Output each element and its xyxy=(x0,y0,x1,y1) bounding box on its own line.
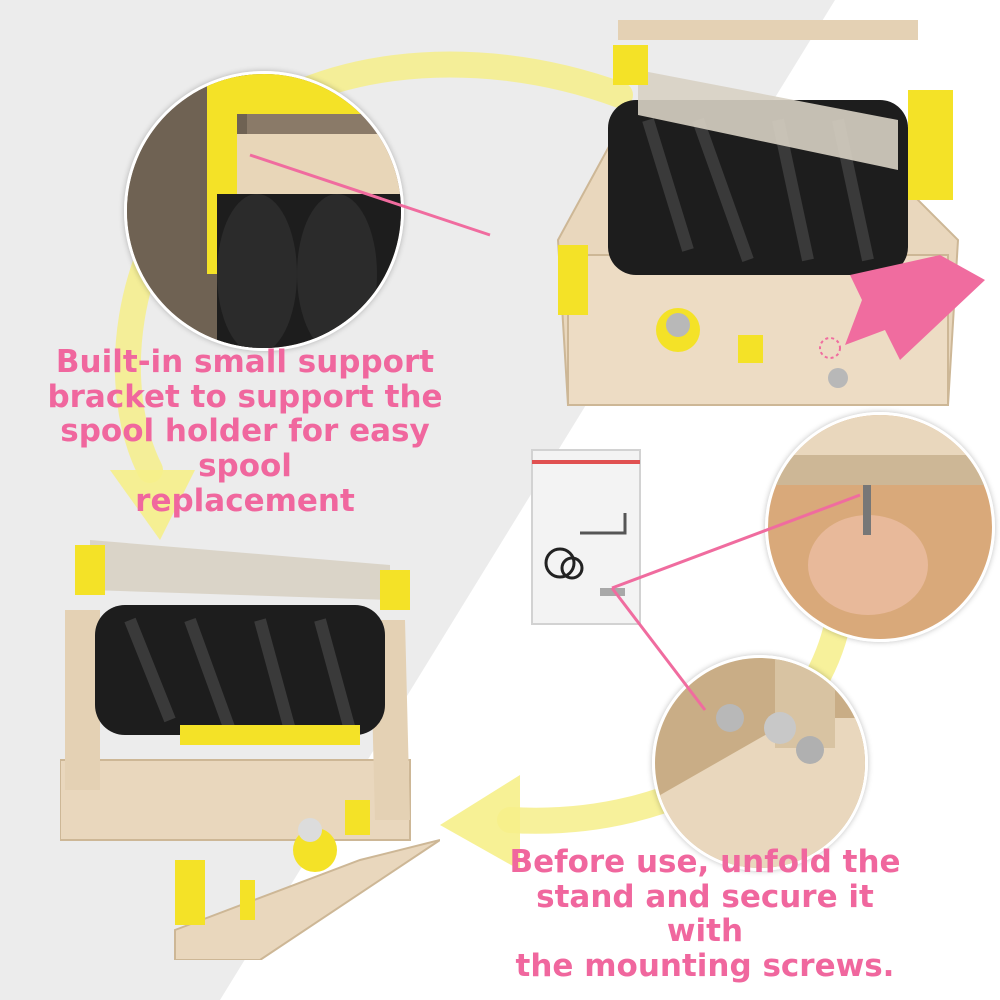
caption-line: spool holder for easy spool xyxy=(60,413,430,485)
caption-line: Built-in small support xyxy=(55,344,435,380)
caption-support-bracket: Built-in small support bracket to suppor… xyxy=(10,345,480,519)
spool-winder-top-image xyxy=(556,20,960,406)
caption-line: bracket to support the xyxy=(47,378,443,415)
spool-winder-bottom-image xyxy=(60,540,440,960)
caption-unfold-stand: Before use, unfold the stand and secure … xyxy=(505,845,905,984)
caption-line: the mounting screws. xyxy=(515,948,895,985)
bracket-closeup-image xyxy=(124,71,404,351)
hand-closeup-image xyxy=(765,412,995,642)
accessory-bag-image xyxy=(531,449,641,625)
screw-closeup-image xyxy=(652,655,868,871)
caption-line: replacement xyxy=(135,482,355,519)
caption-line: Before use, unfold the xyxy=(509,844,901,880)
caption-line: stand and secure it with xyxy=(536,878,874,950)
